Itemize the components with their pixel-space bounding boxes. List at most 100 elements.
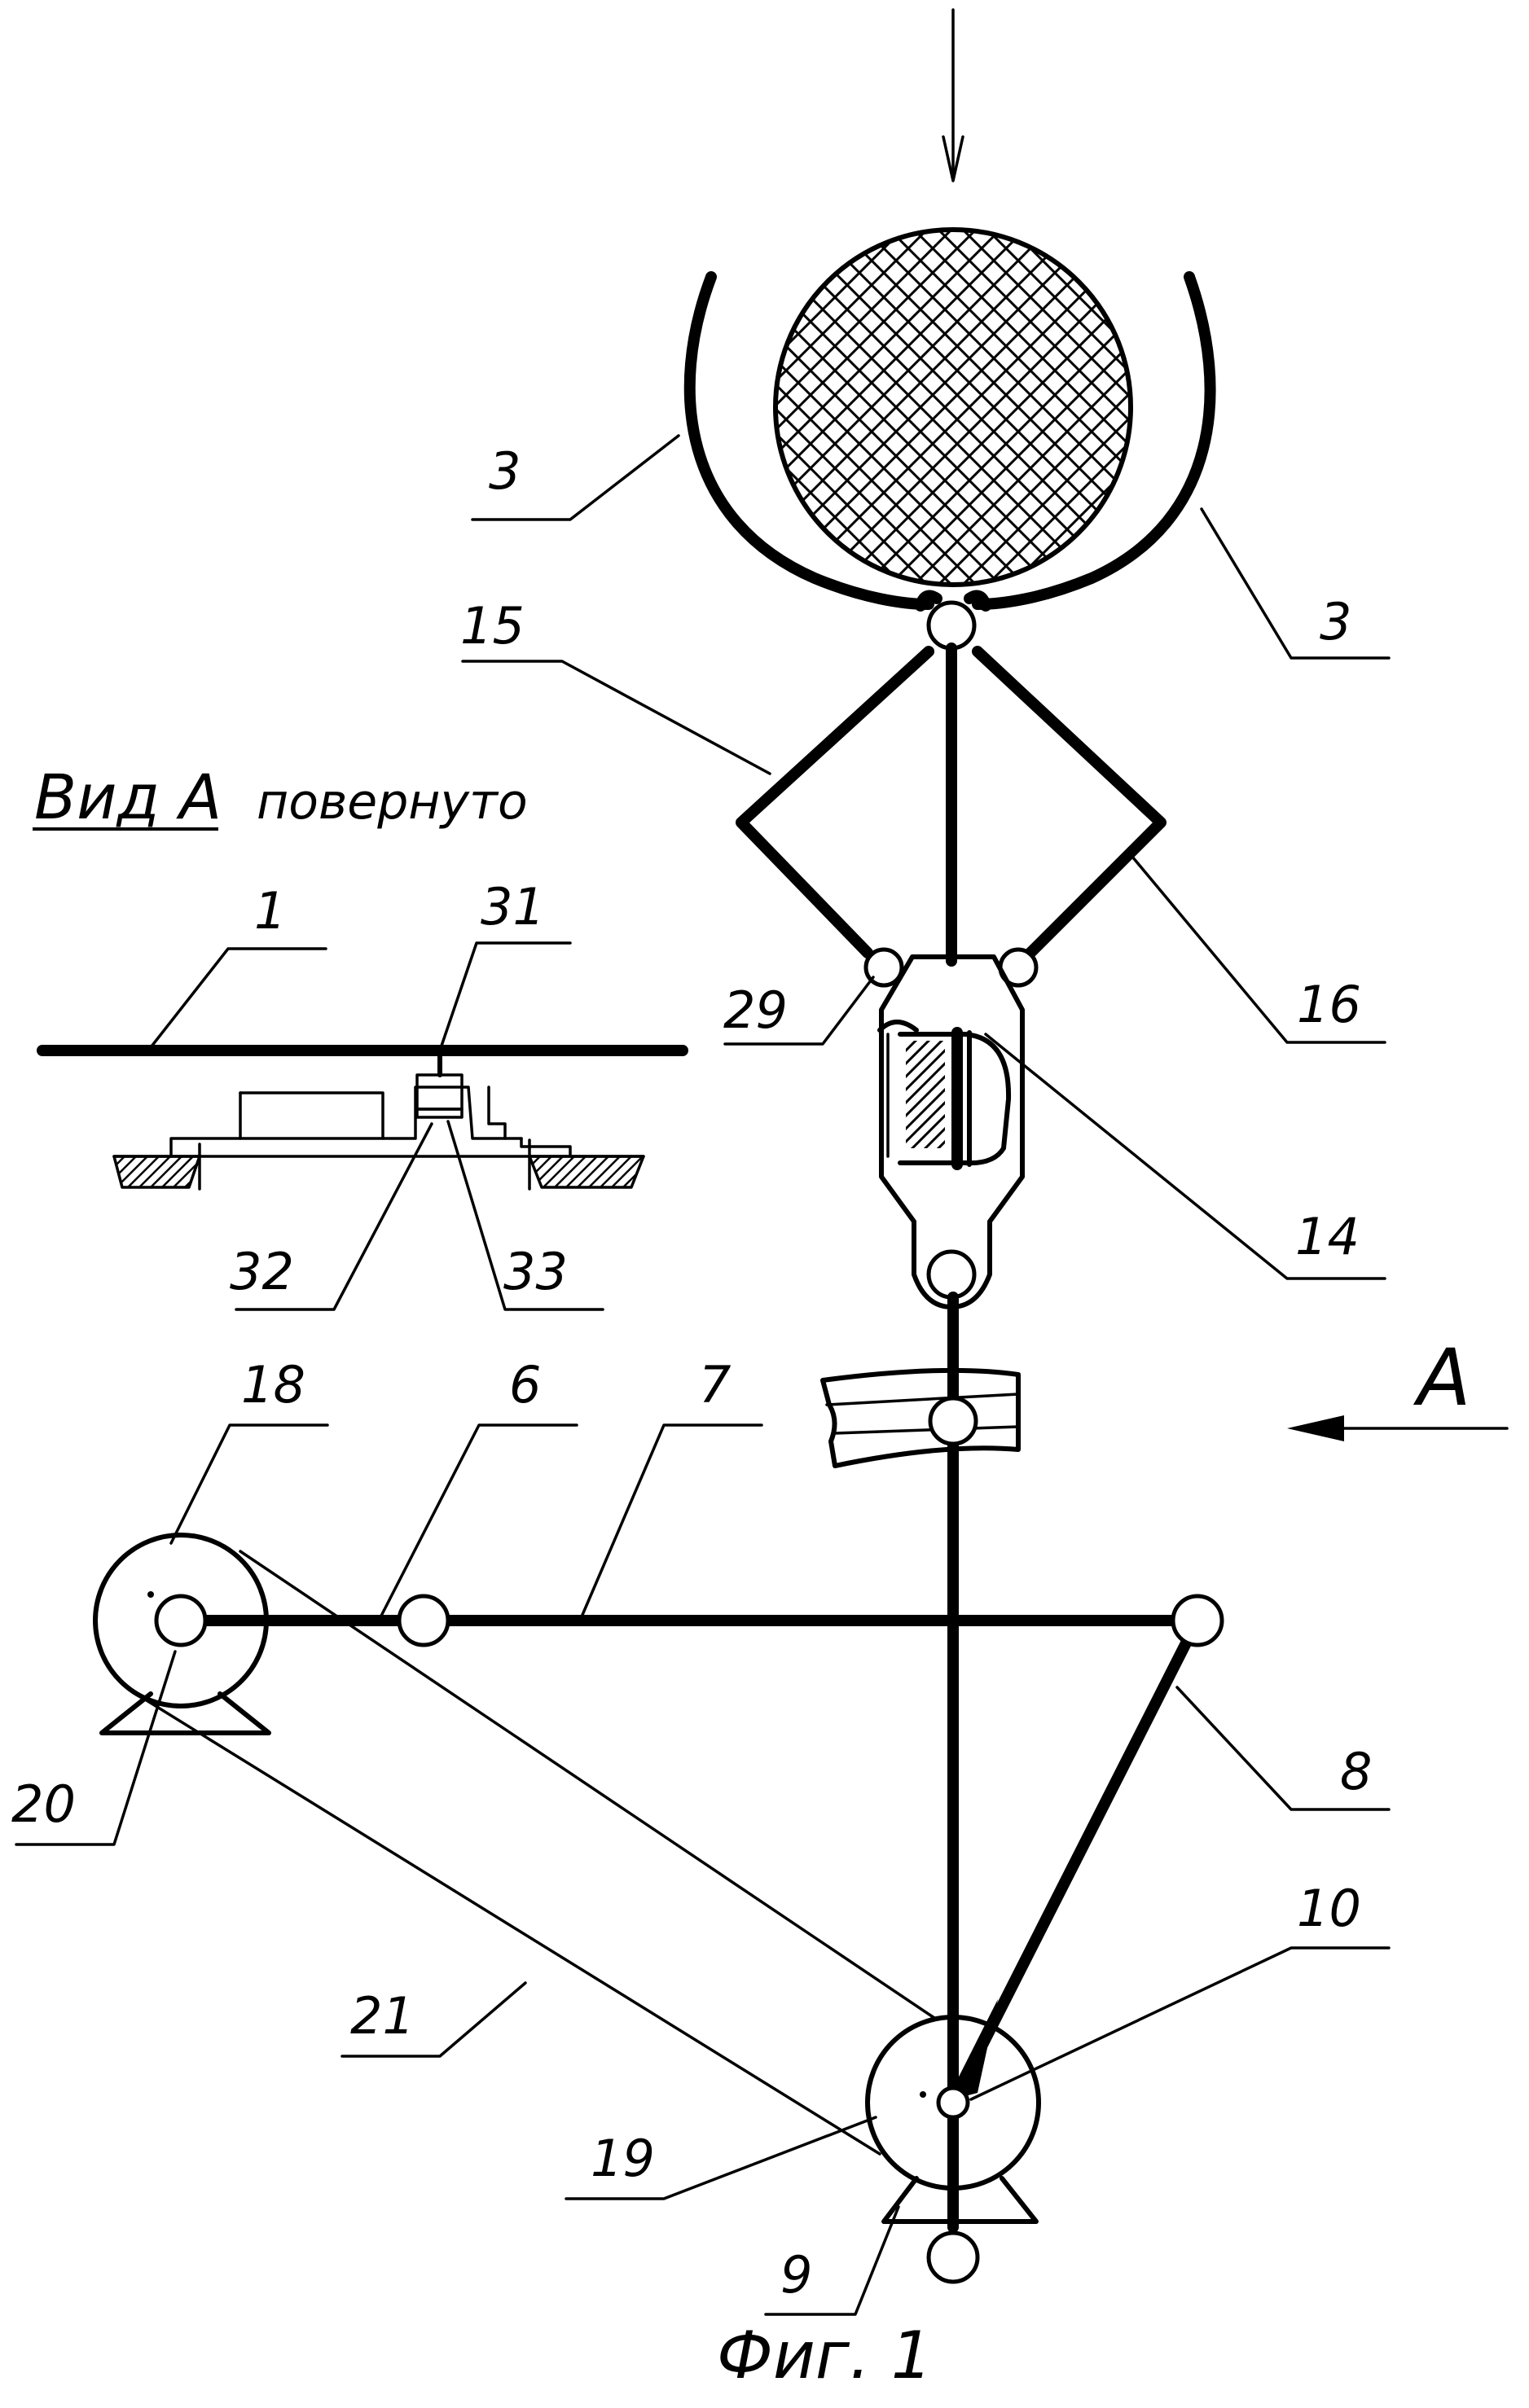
hatch-line <box>1320 220 1529 594</box>
label-7: 7 <box>699 1355 731 1415</box>
hatch-line <box>1246 220 1529 594</box>
hatch-line <box>1344 220 1529 594</box>
view-note: повернуто <box>257 774 528 831</box>
hatch-line <box>191 1152 231 1193</box>
label-9: 9 <box>780 2245 812 2305</box>
load-arrow <box>943 10 963 181</box>
hatch-line <box>629 1152 670 1193</box>
hatch-line <box>236 1152 277 1193</box>
hatch-line <box>1022 1034 1144 1156</box>
part-labels: 3 3 15 16 29 14 1 31 32 33 18 6 7 8 20 2… <box>11 441 1372 2305</box>
hatch-line <box>1320 220 1529 594</box>
view-a-arrow <box>1287 1415 1507 1441</box>
hatch-line <box>1197 220 1529 594</box>
hatch-line <box>995 1034 1118 1156</box>
hatch-line <box>415 220 790 594</box>
label-1: 1 <box>254 881 286 941</box>
label-18: 18 <box>241 1355 305 1415</box>
hatch-line <box>640 1152 681 1193</box>
hatch-line <box>1197 220 1529 594</box>
label-3-right: 3 <box>1320 592 1351 651</box>
hatch-line <box>1393 220 1529 594</box>
hatch-line <box>464 220 839 594</box>
hatch-line <box>1048 1034 1170 1156</box>
label-3-left: 3 <box>489 441 521 501</box>
cup-right-3 <box>978 277 1210 604</box>
label-33: 33 <box>503 1242 568 1301</box>
lever-15 <box>741 651 929 953</box>
hatch-line <box>1222 220 1529 594</box>
hatch-line <box>1124 220 1499 594</box>
label-21: 21 <box>350 1986 415 2046</box>
hatch-line <box>1295 220 1529 594</box>
hatch-line <box>1271 220 1529 594</box>
hatch-line <box>77 1152 117 1193</box>
hatch-line <box>652 1152 692 1193</box>
joint-bottom <box>929 2233 978 2282</box>
hatch-line <box>1074 1034 1196 1156</box>
hatch-line <box>481 1152 521 1193</box>
hatch-line <box>969 1034 1092 1156</box>
hatch-line <box>787 1034 909 1156</box>
label-8: 8 <box>1340 1742 1372 1801</box>
hatch-line <box>1369 220 1529 594</box>
hatch-line <box>1417 220 1529 594</box>
hatch-line <box>1222 220 1529 594</box>
hatch-line <box>878 1034 1000 1156</box>
joint-8 <box>1173 1596 1222 1645</box>
hatch-line <box>1051 220 1426 594</box>
figure-caption: Фиг. 1 <box>717 2318 933 2393</box>
hatched-ball <box>391 220 1529 594</box>
lever-8 <box>947 1621 1197 2103</box>
hatch-line <box>1491 220 1529 594</box>
label-6: 6 <box>509 1355 541 1415</box>
label-31: 31 <box>481 877 545 936</box>
hatch-line <box>225 1152 266 1193</box>
label-20: 20 <box>11 1774 76 1834</box>
hatch-line <box>930 1034 1052 1156</box>
hatch-line <box>1466 220 1529 594</box>
hatch-line <box>65 1152 106 1193</box>
hatch-line <box>492 1152 533 1193</box>
hatch-line <box>248 1152 288 1193</box>
hatch-line <box>1035 1034 1157 1156</box>
cup-left-3 <box>690 277 929 604</box>
view-arrow-label: А <box>1413 1332 1471 1423</box>
hatch-line <box>1173 220 1529 594</box>
hatch-line <box>213 1152 254 1193</box>
hatch-line <box>839 1034 961 1156</box>
hatch-line <box>489 220 863 594</box>
label-32: 32 <box>230 1242 294 1301</box>
hatch-line <box>1061 1034 1183 1156</box>
view-a-inset <box>33 829 727 1193</box>
label-19: 19 <box>591 2129 655 2188</box>
hatch-line <box>1124 220 1499 594</box>
hatch-line <box>1442 220 1529 594</box>
hatch-line <box>1393 220 1529 594</box>
hatch-line <box>1417 220 1529 594</box>
hatch-line <box>1271 220 1529 594</box>
hatch-line <box>1466 220 1529 594</box>
hatch-line <box>415 220 790 594</box>
hatch-line <box>464 220 839 594</box>
ball-crosshatch <box>391 220 1529 594</box>
hatch-line <box>774 1034 896 1156</box>
hatch-line <box>663 1152 704 1193</box>
joint-20 <box>156 1596 205 1645</box>
hatch-line <box>202 1152 243 1193</box>
hatch-line <box>1344 220 1529 594</box>
hatch-line <box>1246 220 1529 594</box>
coupling-14 <box>774 957 1196 1307</box>
hatch-line <box>1173 220 1529 594</box>
joint-10 <box>938 2088 968 2117</box>
label-15: 15 <box>460 596 525 656</box>
hatch-line <box>1295 220 1529 594</box>
joint-6 <box>399 1596 448 1645</box>
hatch-line <box>503 1152 544 1193</box>
hatch-line <box>800 1034 922 1156</box>
hatch-line <box>686 1152 727 1193</box>
label-10: 10 <box>1297 1879 1361 1938</box>
hatch-line <box>813 1034 935 1156</box>
view-title: Вид А <box>34 761 222 833</box>
